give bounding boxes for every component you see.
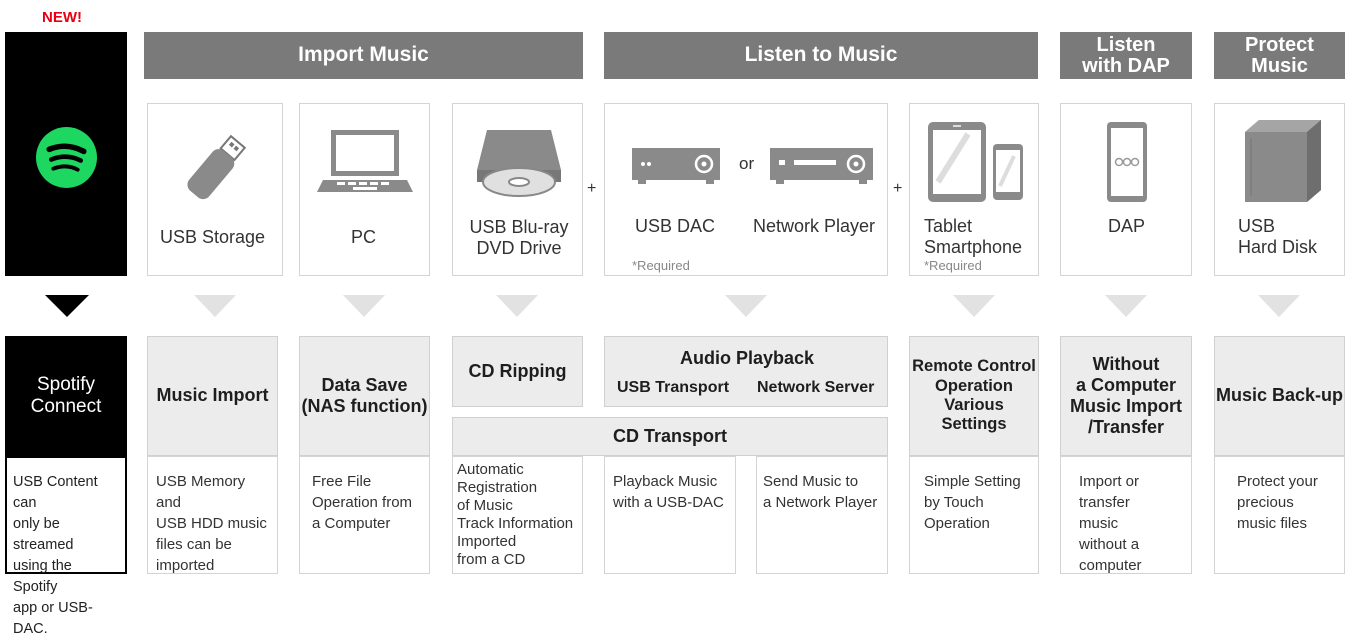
- feature-cd-transport: CD Transport: [452, 417, 888, 456]
- audio-playback-title: Audio Playback: [679, 348, 815, 368]
- plus-sign: +: [893, 180, 903, 197]
- header-listen-to-music: Listen to Music: [604, 32, 1038, 79]
- hard-disk-icon: [1245, 120, 1321, 202]
- feature-audio-playback: Audio Playback USB Transport Network Ser…: [604, 336, 888, 407]
- new-badge: NEW!: [42, 9, 82, 26]
- spotify-connect-title: Spotify Connect: [5, 336, 127, 456]
- device-bluray-drive: USB Blu-ray DVD Drive: [452, 103, 583, 276]
- spotify-connect-description: USB Content can only be streamed using t…: [5, 456, 127, 637]
- description-music-import: USB Memory and USB HDD music files can b…: [147, 456, 278, 574]
- network-player-icon: [770, 148, 873, 184]
- usb-transport-label: USB Transport: [617, 379, 730, 396]
- feature-data-save: Data Save (NAS function): [299, 336, 430, 456]
- header-import-music: Import Music: [144, 32, 583, 79]
- laptop-icon: [317, 130, 413, 192]
- device-pc-label: PC: [351, 227, 377, 247]
- header-listen-with-dap: Listen with DAP: [1060, 32, 1192, 79]
- tablet-phone-icon: [928, 122, 1023, 202]
- or-text: or: [739, 154, 755, 173]
- description-remote-control: Simple Setting by Touch Operation: [909, 456, 1039, 574]
- usb-stick-icon: [187, 134, 247, 200]
- device-tablet-label: Tablet Smartphone: [924, 216, 1023, 257]
- description-network-player: Send Music to a Network Player: [756, 456, 888, 574]
- spotify-panel: [5, 32, 127, 276]
- device-bluray-label: USB Blu-ray DVD Drive: [469, 217, 569, 258]
- usb-dac-icon: [632, 148, 720, 184]
- arrow-down-icon: [194, 295, 236, 317]
- arrow-down-icon: [496, 295, 538, 317]
- feature-remote-control: Remote Control Operation Various Setting…: [909, 336, 1039, 456]
- feature-music-backup: Music Back-up: [1214, 336, 1345, 456]
- device-tablet-smartphone: Tablet Smartphone *Required: [909, 103, 1039, 276]
- device-network-player-label: Network Player: [753, 216, 876, 236]
- description-cd-ripping: Automatic Registration of Music Track In…: [452, 456, 583, 574]
- device-usb-storage: USB Storage: [147, 103, 283, 276]
- device-dap-label: DAP: [1108, 216, 1146, 236]
- device-hdd-label: USB Hard Disk: [1238, 216, 1318, 257]
- required-note: *Required: [924, 258, 982, 273]
- description-data-save: Free File Operation from a Computer: [299, 456, 430, 574]
- network-server-label: Network Server: [757, 379, 875, 396]
- header-protect-music: Protect Music: [1214, 32, 1345, 79]
- description-usb-dac: Playback Music with a USB-DAC: [604, 456, 736, 574]
- feature-without-computer: Without a Computer Music Import /Transfe…: [1060, 336, 1192, 456]
- plus-sign: +: [587, 180, 597, 197]
- required-note: *Required: [632, 258, 690, 273]
- device-dap: DAP: [1060, 103, 1192, 276]
- spotify-arrow-icon: [45, 295, 89, 317]
- arrow-down-icon: [1105, 295, 1147, 317]
- dap-icon: [1107, 122, 1147, 202]
- device-usb-dac-network-player: or USB DAC Network Player *Required: [604, 103, 888, 276]
- arrow-down-icon: [343, 295, 385, 317]
- device-hard-disk: USB Hard Disk: [1214, 103, 1345, 276]
- description-music-backup: Protect your precious music files: [1214, 456, 1345, 574]
- device-usb-storage-label: USB Storage: [160, 227, 266, 247]
- arrow-down-icon: [725, 295, 767, 317]
- description-without-computer: Import or transfer music without a compu…: [1060, 456, 1192, 574]
- arrow-down-icon: [953, 295, 995, 317]
- feature-cd-ripping: CD Ripping: [452, 336, 583, 407]
- spotify-logo-icon: [36, 127, 97, 188]
- feature-music-import: Music Import: [147, 336, 278, 456]
- device-usb-dac-label: USB DAC: [635, 216, 716, 236]
- arrow-down-icon: [1258, 295, 1300, 317]
- device-pc: PC: [299, 103, 430, 276]
- disc-drive-icon: [477, 130, 561, 197]
